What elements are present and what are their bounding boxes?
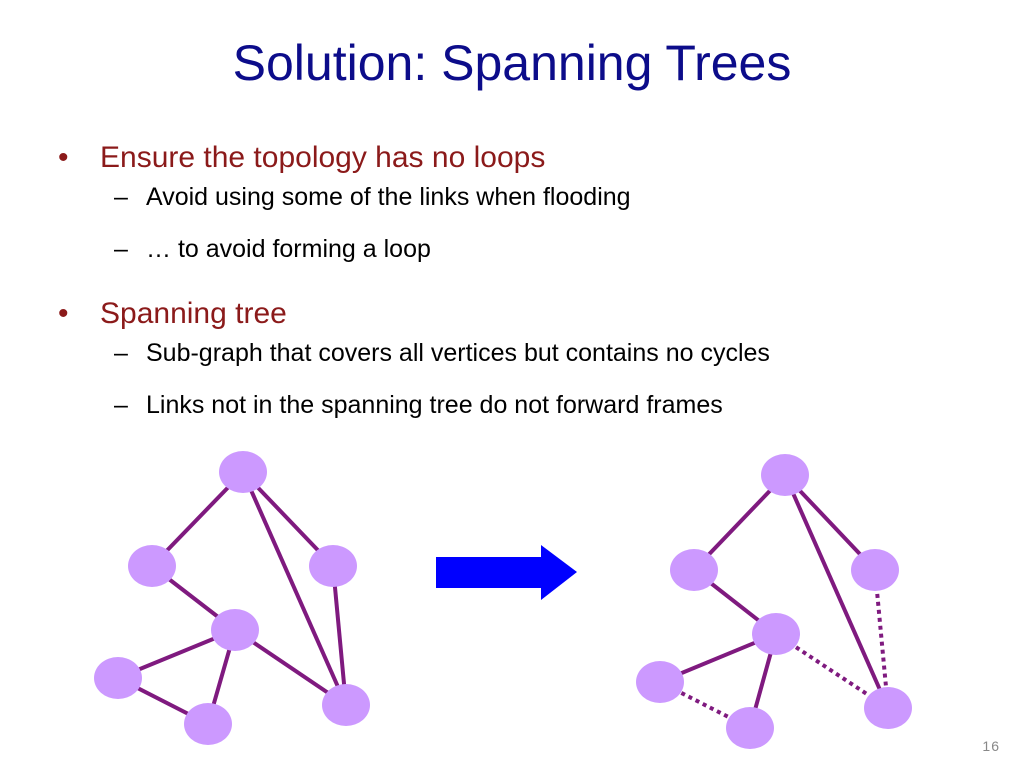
page-number: 16 <box>982 738 1000 754</box>
switch-node <box>211 609 259 651</box>
bullet-group-1: • Ensure the topology has no loops – Avo… <box>58 140 998 284</box>
sub-bullet-item: – … to avoid forming a loop <box>58 234 998 284</box>
link <box>331 565 348 706</box>
sub-bullet-text: Sub-graph that covers all vertices but c… <box>146 339 770 367</box>
right-arrow-icon <box>436 545 577 600</box>
disabled-link <box>774 632 890 710</box>
switch-node <box>636 661 684 703</box>
bullet-item: • Spanning tree <box>58 296 998 336</box>
bullet-dot-icon: • <box>58 297 69 330</box>
switch-node <box>851 549 899 591</box>
bullet-item: • Ensure the topology has no loops <box>58 140 998 180</box>
dash-icon: – <box>114 339 128 367</box>
switch-node <box>219 451 267 493</box>
spanning-tree <box>636 454 912 749</box>
switch-node <box>322 684 370 726</box>
bullet-text: Spanning tree <box>100 297 287 330</box>
sub-bullet-item: – Avoid using some of the links when flo… <box>58 182 998 232</box>
switch-node <box>670 549 718 591</box>
switch-node <box>94 657 142 699</box>
tree-link <box>783 474 890 709</box>
bullet-dot-icon: • <box>58 141 69 174</box>
sub-bullet-item: – Sub-graph that covers all vertices but… <box>58 338 998 388</box>
switch-node <box>752 613 800 655</box>
sub-bullet-text: Links not in the spanning tree do not fo… <box>146 391 723 419</box>
switch-node <box>864 687 912 729</box>
slide-title: Solution: Spanning Trees <box>232 35 792 91</box>
switch-node <box>761 454 809 496</box>
dash-icon: – <box>114 235 128 263</box>
bullet-list: • Ensure the topology has no loops – Avo… <box>58 140 998 450</box>
sub-bullet-text: … to avoid forming a loop <box>146 235 431 263</box>
bullet-text: Ensure the topology has no loops <box>100 141 546 174</box>
disabled-link <box>873 569 890 709</box>
dash-icon: – <box>114 391 128 419</box>
switch-node <box>128 545 176 587</box>
switch-node <box>309 545 357 587</box>
sub-bullet-text: Avoid using some of the links when flood… <box>146 183 631 211</box>
sub-bullet-item: – Links not in the spanning tree do not … <box>58 390 998 440</box>
topology-with-loops <box>94 451 370 745</box>
link <box>241 471 348 706</box>
dash-icon: – <box>114 183 128 211</box>
switch-node <box>726 707 774 749</box>
bullet-group-2: • Spanning tree – Sub-graph that covers … <box>58 296 998 440</box>
switch-node <box>184 703 232 745</box>
